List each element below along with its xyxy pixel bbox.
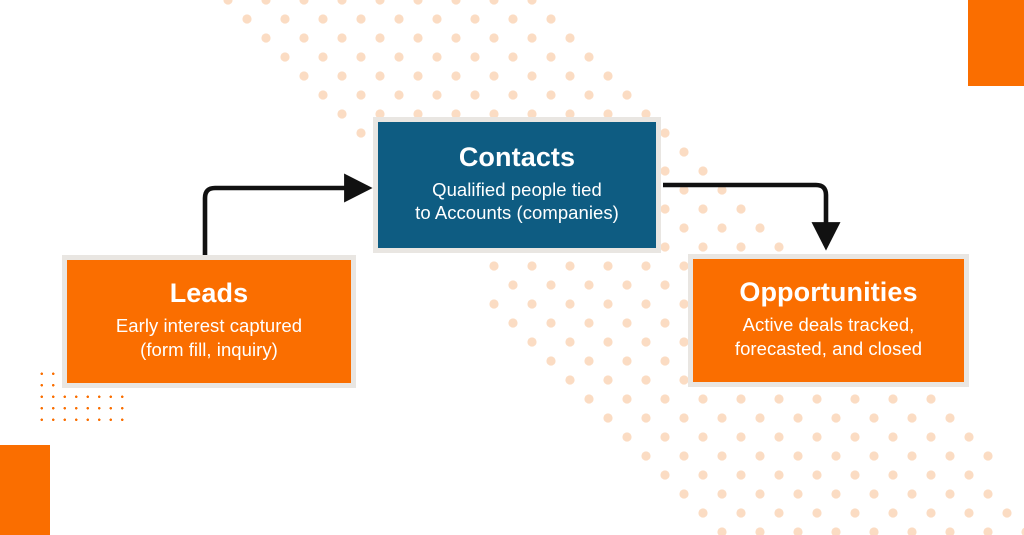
edge-contacts-to-opportunities [663, 182, 841, 251]
node-opportunities[interactable]: Opportunities Active deals tracked, fore… [688, 254, 969, 387]
decorative-rect-top-right [968, 0, 1024, 86]
node-contacts-description-line-1: Qualified people tied [432, 178, 602, 200]
node-opportunities-description-line-1: Active deals tracked, [742, 314, 915, 336]
node-contacts[interactable]: Contacts Qualified people tied to Accoun… [373, 117, 661, 253]
node-contacts-description-line-2: to Accounts (companies) [415, 202, 619, 224]
node-leads-description-line-1: Early interest captured [115, 315, 303, 337]
node-opportunities-description-line-2: forecasted, and closed [734, 337, 923, 359]
node-contacts-title: Contacts [458, 141, 576, 172]
node-leads-description-line-2: (form fill, inquiry) [140, 338, 278, 360]
decorative-rect-bottom-left [0, 445, 50, 535]
node-leads-title: Leads [169, 278, 249, 309]
node-leads[interactable]: Leads Early interest captured (form fill… [62, 255, 356, 388]
edge-leads-to-contacts [202, 173, 373, 255]
node-opportunities-title: Opportunities [739, 277, 918, 308]
